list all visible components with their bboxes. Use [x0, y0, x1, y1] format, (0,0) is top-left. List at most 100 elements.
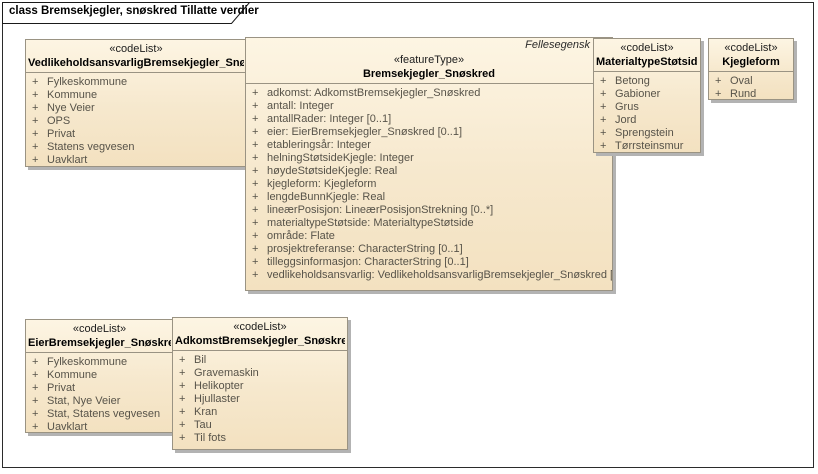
- member-label: Hjullaster: [194, 393, 240, 405]
- visibility-marker: +: [600, 114, 607, 126]
- class-box-kjegleform[interactable]: «codeList» Kjegleform +Oval+Rund: [708, 38, 794, 100]
- member-row[interactable]: + Bil: [173, 354, 347, 367]
- member-row[interactable]: +etableringsår: Integer: [246, 139, 612, 152]
- member-row[interactable]: + Uavklart: [26, 154, 246, 166]
- visibility-marker: +: [600, 127, 607, 139]
- member-label: prosjektreferanse: CharacterString [0..1…: [267, 243, 463, 255]
- member-row[interactable]: +prosjektreferanse: CharacterString [0..…: [246, 243, 612, 256]
- member-row[interactable]: +kjegleform: Kjegleform: [246, 178, 612, 191]
- member-row[interactable]: + Helikopter: [173, 380, 347, 393]
- member-label: Stat, Statens vegvesen: [47, 408, 161, 420]
- visibility-marker: +: [252, 256, 259, 268]
- stereotype-label: «codeList»: [620, 42, 674, 54]
- member-row[interactable]: +materialtypeStøtside: MaterialtypeStøts…: [246, 217, 612, 230]
- member-row[interactable]: + lengdeBunnKjegle: Real: [246, 191, 612, 204]
- member-row[interactable]: +Rund: [709, 88, 793, 100]
- member-row[interactable]: + høydeStøtsideKjegle: Real: [246, 165, 612, 178]
- member-row[interactable]: +Nye Veier: [26, 102, 246, 115]
- member-row[interactable]: +Privat: [26, 128, 246, 141]
- member-label: tilleggsinformasjon: CharacterString [0.…: [267, 256, 469, 268]
- member-row[interactable]: +antallRader: Integer [0..1]: [246, 113, 612, 126]
- visibility-marker: +: [32, 369, 39, 381]
- member-row[interactable]: +Grus: [594, 101, 700, 114]
- member-row[interactable]: +Sprengstein: [594, 127, 700, 140]
- frame-tab-shape: [2, 2, 251, 24]
- member-row[interactable]: +Kommune: [26, 369, 173, 382]
- member-row[interactable]: +Tørrsteinsmur: [594, 140, 700, 152]
- member-row[interactable]: +Hjullaster: [173, 393, 347, 406]
- member-row[interactable]: +vedlikeholdsansvarlig: Vedlikeholdsansv…: [246, 269, 612, 282]
- member-label: Tau: [194, 419, 212, 431]
- member-row[interactable]: +Fylkeskommune: [26, 356, 173, 369]
- member-label: Tørrsteinsmur: [615, 140, 684, 152]
- member-row[interactable]: +Statens vegvesen: [26, 141, 246, 154]
- visibility-marker: +: [252, 165, 259, 177]
- visibility-marker: +: [179, 354, 186, 366]
- member-row[interactable]: +lineærPosisjon: LineærPosisjonStrekning…: [246, 204, 612, 217]
- visibility-marker: +: [252, 204, 259, 216]
- member-label: høydeStøtsideKjegle: Real: [267, 165, 398, 177]
- member-label: Jord: [615, 114, 637, 126]
- member-label: kjegleform: Kjegleform: [267, 178, 377, 190]
- member-label: Bil: [194, 354, 207, 366]
- member-label: lengdeBunnKjegle: Real: [267, 191, 386, 203]
- member-label: eier: EierBremsekjegler_Snøskred [0..1]: [267, 126, 463, 138]
- member-row[interactable]: +OPS: [26, 115, 246, 128]
- class-header: «codeList» Kjegleform: [709, 39, 793, 72]
- class-box-adkomst[interactable]: «codeList» AdkomstBremsekjegler_Snøskred…: [172, 317, 348, 450]
- member-label: Betong: [615, 75, 650, 87]
- member-row[interactable]: + område: Flate: [246, 230, 612, 243]
- member-row[interactable]: +Oval: [709, 75, 793, 88]
- member-row[interactable]: + Til fots: [173, 432, 347, 445]
- member-row[interactable]: +Stat, Nye Veier: [26, 395, 173, 408]
- stereotype-label: «codeList»: [233, 321, 287, 333]
- visibility-marker: +: [179, 419, 186, 431]
- class-header: «codeList» MaterialtypeStøtside: [594, 39, 700, 72]
- member-row[interactable]: +Kommune: [26, 89, 246, 102]
- class-box-materialtype-stotside[interactable]: «codeList» MaterialtypeStøtside +Betong+…: [593, 38, 701, 153]
- member-row[interactable]: + Tau: [173, 419, 347, 432]
- visibility-marker: +: [252, 230, 259, 242]
- member-label: område: Flate: [267, 230, 335, 242]
- member-row[interactable]: +Fylkeskommune: [26, 76, 246, 89]
- member-label: Fylkeskommune: [47, 76, 128, 88]
- member-row[interactable]: +Gravemaskin: [173, 367, 347, 380]
- member-row[interactable]: +Privat: [26, 382, 173, 395]
- member-label: Kran: [194, 406, 218, 418]
- visibility-marker: +: [252, 217, 259, 229]
- visibility-marker: +: [179, 432, 186, 444]
- visibility-marker: +: [179, 406, 186, 418]
- member-row[interactable]: +antall: Integer: [246, 100, 612, 113]
- class-box-bremsekjegler-snoskred[interactable]: Fellesegensk «featureType» Bremsekjegler…: [245, 37, 613, 291]
- member-label: Til fots: [194, 432, 226, 444]
- visibility-marker: +: [32, 395, 39, 407]
- visibility-marker: +: [252, 269, 259, 281]
- member-label: Kommune: [47, 89, 98, 101]
- class-box-eier[interactable]: «codeList» EierBremsekjegler_Snøskred +F…: [25, 319, 174, 433]
- member-row[interactable]: + tilleggsinformasjon: CharacterString [0…: [246, 256, 612, 269]
- member-row[interactable]: +adkomst: AdkomstBremsekjegler_Snøskred: [246, 87, 612, 100]
- visibility-marker: +: [179, 380, 186, 392]
- member-row[interactable]: + eier: EierBremsekjegler_Snøskred [0..1]: [246, 126, 612, 139]
- visibility-marker: +: [600, 75, 607, 87]
- member-row[interactable]: +helningStøtsideKjegle: Integer: [246, 152, 612, 165]
- visibility-marker: +: [32, 382, 39, 394]
- member-row[interactable]: +Gabioner: [594, 88, 700, 101]
- member-row[interactable]: + Jord: [594, 114, 700, 127]
- class-name: Kjegleform: [722, 56, 780, 68]
- member-row[interactable]: + Betong: [594, 75, 700, 88]
- member-label: Statens vegvesen: [47, 141, 135, 153]
- member-row[interactable]: +Stat, Statens vegvesen: [26, 408, 173, 421]
- visibility-marker: +: [715, 88, 722, 100]
- visibility-marker: +: [252, 191, 259, 203]
- member-label: Nye Veier: [47, 102, 95, 114]
- member-label: Uavklart: [47, 154, 88, 166]
- visibility-marker: +: [600, 101, 607, 113]
- member-row[interactable]: +Uavklart: [26, 421, 173, 432]
- visibility-marker: +: [32, 356, 39, 368]
- class-box-vedlikeholdsansvarlig[interactable]: «codeList» VedlikeholdsansvarligBremsekj…: [25, 39, 247, 167]
- member-label: Helikopter: [194, 380, 244, 392]
- member-row[interactable]: + Kran: [173, 406, 347, 419]
- visibility-marker: +: [32, 154, 39, 166]
